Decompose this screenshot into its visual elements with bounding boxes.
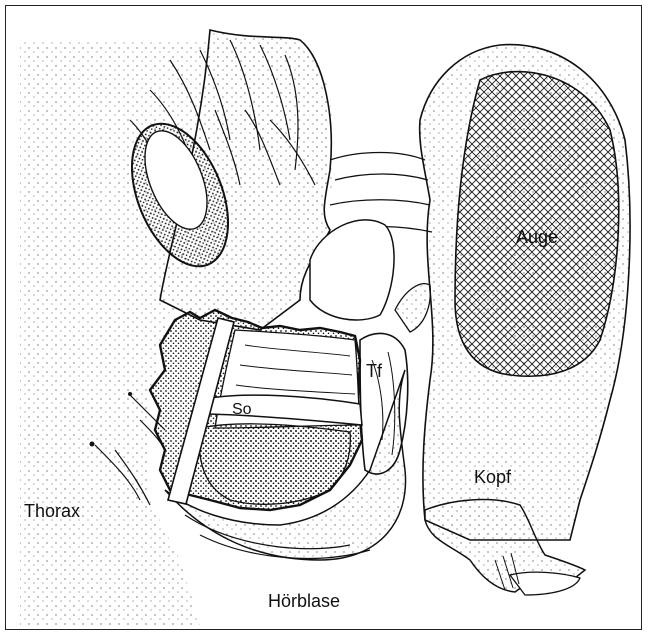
label-auge: Auge [516,228,558,246]
bristle-socket [90,442,95,447]
neck-membrane [330,153,432,233]
compound-eye [455,72,619,377]
label-kopf: Kopf [474,468,511,486]
label-tf: Tf [366,362,382,380]
label-hoerblase: Hörblase [268,592,340,610]
label-so: So [232,402,252,418]
neck-sclerite-small [395,284,430,332]
bristle-socket [128,392,132,396]
label-thorax: Thorax [24,502,80,520]
